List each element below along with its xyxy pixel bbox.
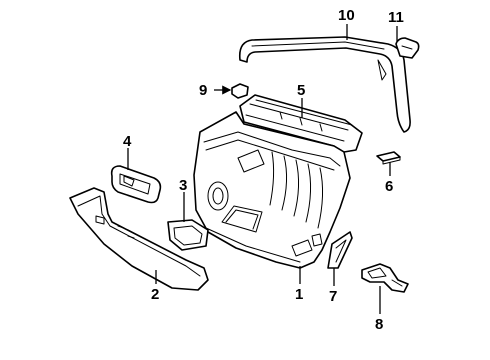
part-5-upper-trim bbox=[239, 94, 363, 153]
callout-11: 11 bbox=[388, 9, 404, 26]
callout-6: 6 bbox=[385, 178, 393, 195]
part-9-fastener bbox=[231, 83, 249, 99]
door-trim-panel bbox=[193, 111, 351, 269]
callout-10: 10 bbox=[338, 7, 355, 24]
part-3-switch-bezel bbox=[167, 219, 209, 251]
callout-2: 2 bbox=[151, 286, 159, 303]
callout-3: 3 bbox=[179, 177, 187, 194]
part-6-pad bbox=[376, 151, 401, 165]
leader-lines bbox=[127, 24, 398, 314]
part-7-trim-piece bbox=[327, 231, 353, 269]
part-8-bracket bbox=[361, 263, 409, 293]
part-10-weatherstrip bbox=[238, 36, 411, 133]
callout-8: 8 bbox=[375, 316, 383, 333]
callout-7: 7 bbox=[329, 288, 337, 305]
callout-5: 5 bbox=[297, 82, 305, 99]
callout-labels: 1 2 3 4 5 6 7 8 9 10 11 bbox=[123, 7, 404, 333]
callout-9: 9 bbox=[199, 82, 207, 99]
part-2-armrest bbox=[69, 187, 209, 291]
part-11-clip bbox=[395, 37, 420, 59]
part-4-handle-bezel bbox=[110, 165, 162, 204]
callout-1: 1 bbox=[295, 286, 303, 303]
callout-4: 4 bbox=[123, 133, 132, 150]
